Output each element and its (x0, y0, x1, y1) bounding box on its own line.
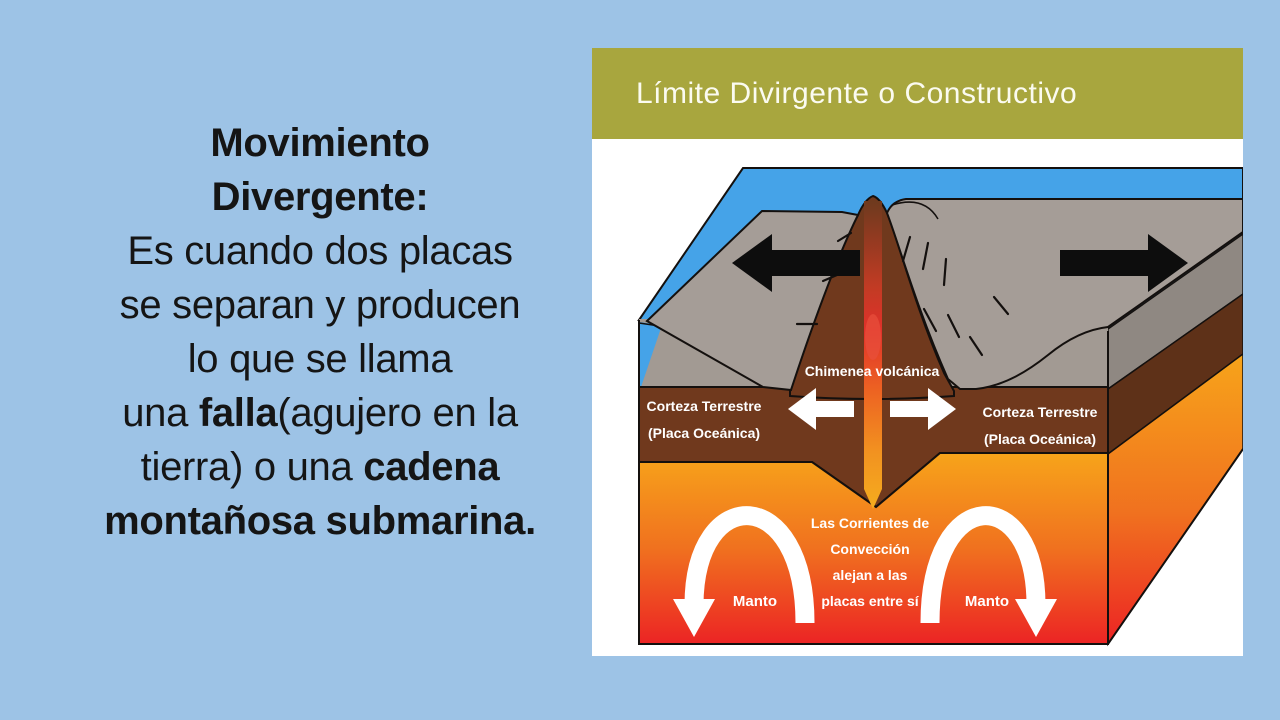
mantle-left-label: Manto (733, 593, 777, 610)
diagram-title: Límite Divirgente o Constructivo (636, 76, 1078, 110)
convection-label-line3: alejan a las (833, 567, 908, 583)
text-line: Movimiento (210, 121, 430, 165)
crust-right-label-line1: Corteza Terrestre (983, 404, 1098, 420)
chimney-label: Chimenea volcánica (805, 363, 940, 379)
convection-arc-left-icon (673, 506, 815, 637)
text-line: se separan y producen (119, 283, 521, 327)
text-line: Divergente: (211, 175, 429, 219)
diagram-card-body: Chimenea volcánica Corteza Terrestre (Pl… (592, 139, 1243, 656)
crust-left-label-line2: (Placa Oceánica) (648, 425, 760, 441)
convection-arc-right-icon (920, 506, 1057, 637)
seafloor-fold-contour (891, 201, 939, 220)
slope-hatch-marks (795, 231, 1010, 357)
text-line: tierra) o una cadena (140, 445, 500, 489)
convection-label-line1: Las Corrientes de (811, 515, 929, 531)
convection-label-line4: placas entre sí (821, 593, 919, 609)
text-line: una falla(agujero en la (122, 391, 518, 435)
block-edges (638, 320, 1243, 645)
crust-left-label-line1: Corteza Terrestre (647, 398, 762, 414)
crust-right-label-line2: (Placa Oceánica) (984, 431, 1096, 447)
slide-text: Movimiento Divergente: Es cuando dos pla… (50, 116, 590, 548)
mantle-right-label: Manto (965, 593, 1009, 610)
left-plate-motion-arrow-icon (732, 234, 860, 292)
magma-glow (865, 314, 881, 360)
right-plate-motion-arrow-icon (1060, 234, 1188, 292)
text-line: montañosa submarina. (104, 499, 536, 543)
plate-tectonics-diagram: Chimenea volcánica Corteza Terrestre (Pl… (637, 167, 1243, 647)
spreading-arrow-right-icon (890, 388, 956, 430)
diagram-card-header: Límite Divirgente o Constructivo (592, 48, 1243, 139)
front-water-sliver (639, 322, 662, 393)
spreading-arrow-left-icon (788, 388, 854, 430)
convection-label-line2: Convección (830, 541, 909, 557)
text-line: Es cuando dos placas (127, 229, 513, 273)
diagram-card: Límite Divirgente o Constructivo (592, 48, 1243, 656)
text-line: lo que se llama (187, 337, 453, 381)
